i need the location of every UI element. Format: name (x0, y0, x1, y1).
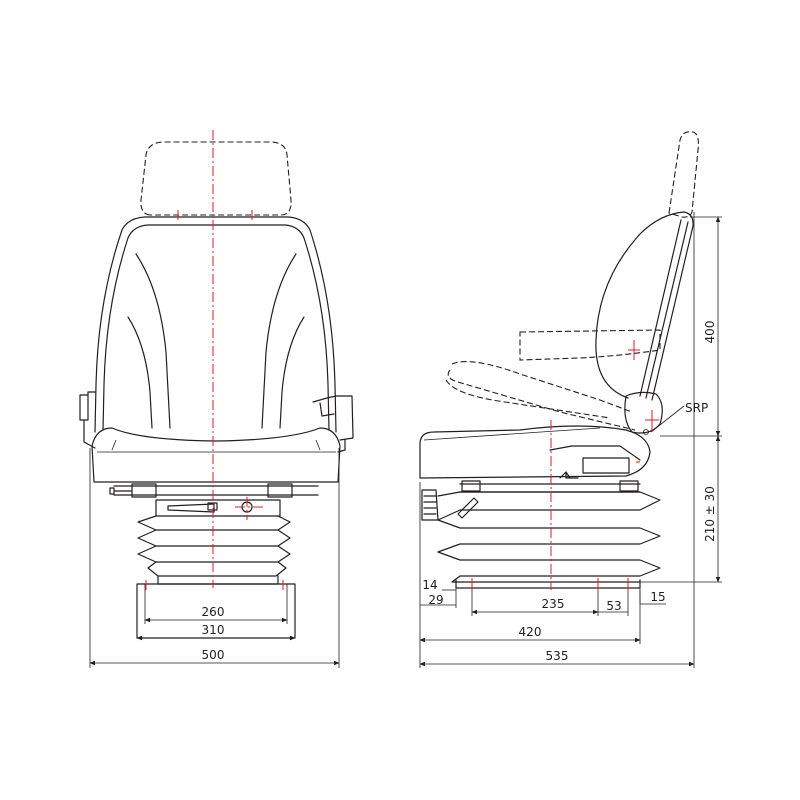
side-front-knob (421, 489, 439, 521)
side-dimension-210: 210 ± 30 (640, 435, 722, 583)
front-seat-cushion (91, 427, 341, 483)
side-dimension-29: 29 (420, 588, 457, 608)
front-right-bracket (312, 395, 354, 453)
side-backrest-reclined-1 (447, 369, 636, 431)
side-backrest-reclined-3 (445, 379, 611, 419)
dim-53-label: 53 (606, 599, 621, 613)
side-cushion-line (423, 427, 601, 441)
srp-leader-line (650, 405, 685, 433)
side-view: SRP 400 210 ± 3 (419, 131, 722, 668)
dim-14-label: 14 (422, 578, 437, 592)
front-bellows (137, 515, 291, 585)
side-dimension-420: 420 (419, 482, 641, 668)
side-bellows (437, 491, 661, 583)
dim-29-label: 29 (428, 593, 443, 607)
front-knob-centerline (235, 497, 265, 520)
srp-label: SRP (685, 401, 708, 415)
side-frame (459, 483, 641, 493)
dim-420-label: 420 (519, 625, 542, 639)
front-dimension-500: 500 (89, 448, 340, 668)
front-dimension-260: 260 (144, 605, 288, 623)
side-armrest-pivot (624, 391, 663, 434)
front-seat-cushion-detail (111, 439, 321, 451)
side-armrest-mark (628, 340, 640, 360)
side-dimension-15: 15 (639, 588, 666, 605)
side-weight-lever (457, 497, 479, 519)
front-backrest-stitch-left-2 (127, 316, 153, 429)
side-dimension-400: 400 (660, 216, 722, 437)
side-dimension-235: 235 (471, 590, 599, 616)
front-left-bracket (79, 391, 97, 449)
front-view: 260 310 500 (79, 130, 354, 668)
front-fore-aft-lever (109, 487, 133, 495)
dim-235-label: 235 (542, 597, 565, 611)
dim-400-label: 400 (703, 321, 717, 344)
front-backrest-inner (102, 224, 330, 431)
dim-260-label: 260 (202, 605, 225, 619)
side-base-marks (471, 578, 629, 590)
side-backrest-inner (639, 219, 689, 399)
side-seat-label-plate (582, 457, 630, 474)
side-seat-cushion (419, 425, 651, 479)
front-base-inner (144, 584, 288, 624)
dim-535-label: 535 (546, 649, 569, 663)
srp-point (643, 429, 649, 435)
side-front-bracket (461, 480, 481, 492)
dim-15-label: 15 (650, 590, 665, 604)
front-backrest-stitch-left-1 (135, 253, 171, 429)
side-rear-bracket (619, 480, 639, 492)
front-backrest-outer (94, 216, 337, 433)
front-headrest-outline (140, 141, 292, 216)
side-backrest-reclined-2 (451, 361, 633, 413)
front-weight-adjust-handle (167, 503, 215, 513)
front-backrest-stitch-right-2 (279, 316, 305, 429)
side-armrest-raised (519, 329, 661, 361)
side-dimension-535: 535 (419, 212, 695, 668)
front-dimension-310: 310 (136, 623, 296, 641)
side-cushion-seat-pan (549, 445, 641, 461)
side-dimension-14: 14 (422, 578, 456, 592)
side-adjust-arrow (559, 471, 579, 479)
side-backrest-outer (595, 211, 694, 401)
front-backrest-stitch-right-1 (261, 253, 297, 429)
side-dimension-53: 53 (598, 590, 629, 616)
front-seat-frame (113, 485, 319, 496)
front-headrest-marks (145, 210, 284, 590)
dim-210-label: 210 ± 30 (703, 486, 717, 542)
front-suspension-top (155, 499, 281, 517)
side-base (455, 579, 641, 589)
side-headrest-outline (668, 131, 699, 218)
dim-500-label: 500 (202, 648, 225, 662)
dim-310-label: 310 (202, 623, 225, 637)
srp-marker (645, 410, 659, 432)
front-right-rail-block (267, 483, 293, 498)
